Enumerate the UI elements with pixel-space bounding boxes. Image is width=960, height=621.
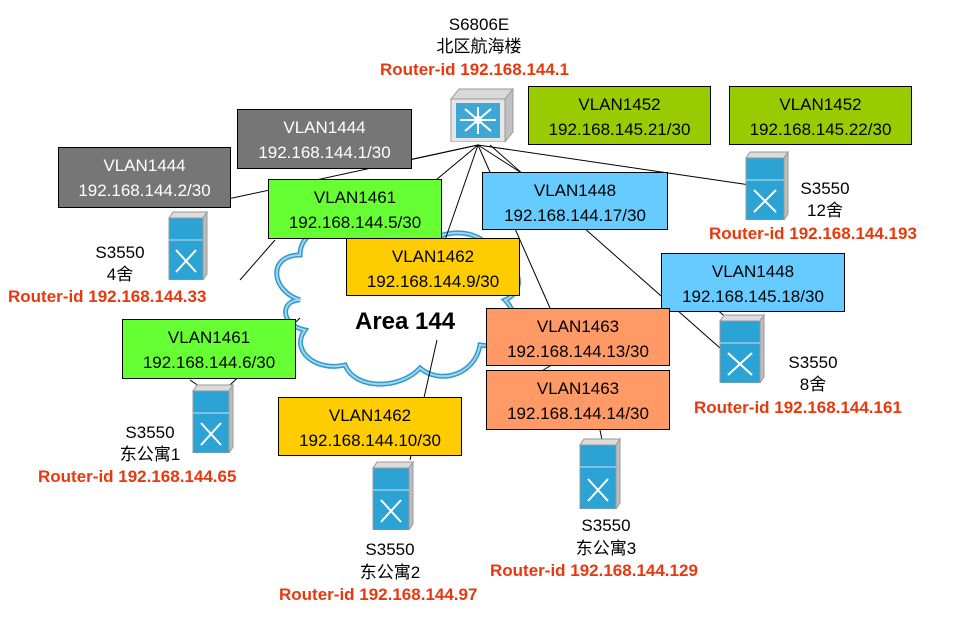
dorm12-router-id: Router-id 192.168.144.193 [709, 224, 917, 243]
access-switch-icon [578, 437, 622, 514]
vlan-name: VLAN1462 [328, 406, 412, 425]
vlan-name: VLAN1463 [536, 379, 620, 398]
vlan-ip: 192.168.144.9/30 [366, 272, 500, 291]
vlan1461-core-box: VLAN1461 192.168.144.5/30 [268, 179, 442, 239]
access-switch-icon [191, 383, 235, 458]
vlan-ip: 192.168.145.21/30 [548, 120, 691, 139]
vlan-name: VLAN1452 [578, 95, 661, 114]
vlan-ip: 192.168.144.5/30 [288, 213, 422, 232]
vlan-name: VLAN1448 [711, 262, 795, 281]
vlan-ip: 192.168.144.10/30 [299, 431, 441, 450]
dorm8-location-label: 8舍 [799, 375, 827, 394]
vlan-name: VLAN1461 [313, 188, 397, 207]
vlan1448-core-box: VLAN1448 192.168.144.17/30 [482, 172, 668, 230]
vlan1444-core-box: VLAN1444 192.168.144.1/30 [237, 109, 412, 169]
vlan-name: VLAN1462 [391, 247, 475, 266]
access-switch-icon [718, 313, 766, 388]
vlan1452-dorm12-box: VLAN1452 192.168.145.22/30 [729, 86, 912, 145]
vlan-name: VLAN1444 [283, 118, 366, 137]
vlan-ip: 192.168.144.13/30 [507, 342, 649, 361]
dorm12-location-label: 12舍 [807, 201, 843, 220]
dorm4-router-id: Router-id 192.168.144.33 [8, 287, 207, 306]
vlan-name: VLAN1463 [536, 317, 620, 336]
vlan1463-east3-box: VLAN1463 192.168.144.14/30 [486, 370, 670, 430]
east2-location-label: 东公寓2 [359, 563, 421, 582]
vlan1444-dorm4-box: VLAN1444 192.168.144.2/30 [58, 147, 231, 208]
vlan-ip: 192.168.145.18/30 [682, 287, 824, 306]
east3-router-id: Router-id 192.168.144.129 [490, 561, 698, 580]
access-switch-icon [371, 460, 415, 535]
vlan1463-core-box: VLAN1463 192.168.144.13/30 [486, 308, 670, 366]
vlan-name: VLAN1461 [167, 328, 251, 347]
east3-model-label: S3550 [581, 516, 631, 535]
vlan1462-core-box: VLAN1462 192.168.144.9/30 [346, 238, 520, 296]
vlan-ip: 192.168.144.6/30 [142, 353, 276, 372]
east1-model-label: S3550 [125, 423, 175, 442]
vlan-name: VLAN1452 [779, 95, 862, 114]
core-switch-icon [449, 87, 515, 147]
vlan-ip: 192.168.144.14/30 [507, 404, 649, 423]
core-router-id: Router-id 192.168.144.1 [380, 60, 569, 79]
dorm8-model-label: S3550 [788, 353, 838, 372]
access-switch-icon [167, 210, 209, 285]
east1-location-label: 东公寓1 [119, 445, 181, 464]
vlan-ip: 192.168.144.2/30 [78, 181, 211, 200]
vlan1461-east1-box: VLAN1461 192.168.144.6/30 [122, 319, 296, 379]
dorm4-model-label: S3550 [95, 243, 145, 262]
dorm8-router-id: Router-id 192.168.144.161 [694, 398, 902, 417]
east3-location-label: 东公寓3 [575, 539, 637, 558]
vlan-ip: 192.168.144.1/30 [258, 143, 391, 162]
vlan-ip: 192.168.144.17/30 [504, 206, 646, 225]
core-location-label: 北区航海楼 [436, 37, 522, 56]
vlan-name: VLAN1448 [533, 181, 617, 200]
vlan1448-dorm8-box: VLAN1448 192.168.145.18/30 [661, 253, 845, 312]
dorm12-model-label: S3550 [800, 179, 850, 198]
east2-model-label: S3550 [365, 540, 415, 559]
vlan1452-core-box: VLAN1452 192.168.145.21/30 [528, 86, 711, 145]
east2-router-id: Router-id 192.168.144.97 [279, 585, 478, 604]
east1-router-id: Router-id 192.168.144.65 [38, 467, 237, 486]
dorm4-location-label: 4舍 [106, 265, 134, 284]
vlan-name: VLAN1444 [103, 156, 186, 175]
access-switch-icon [744, 150, 790, 225]
vlan-ip: 192.168.145.22/30 [749, 120, 892, 139]
area-label: Area 144 [355, 308, 456, 335]
vlan1462-east2-box: VLAN1462 192.168.144.10/30 [278, 397, 462, 456]
core-model-label: S6806E [448, 15, 510, 34]
